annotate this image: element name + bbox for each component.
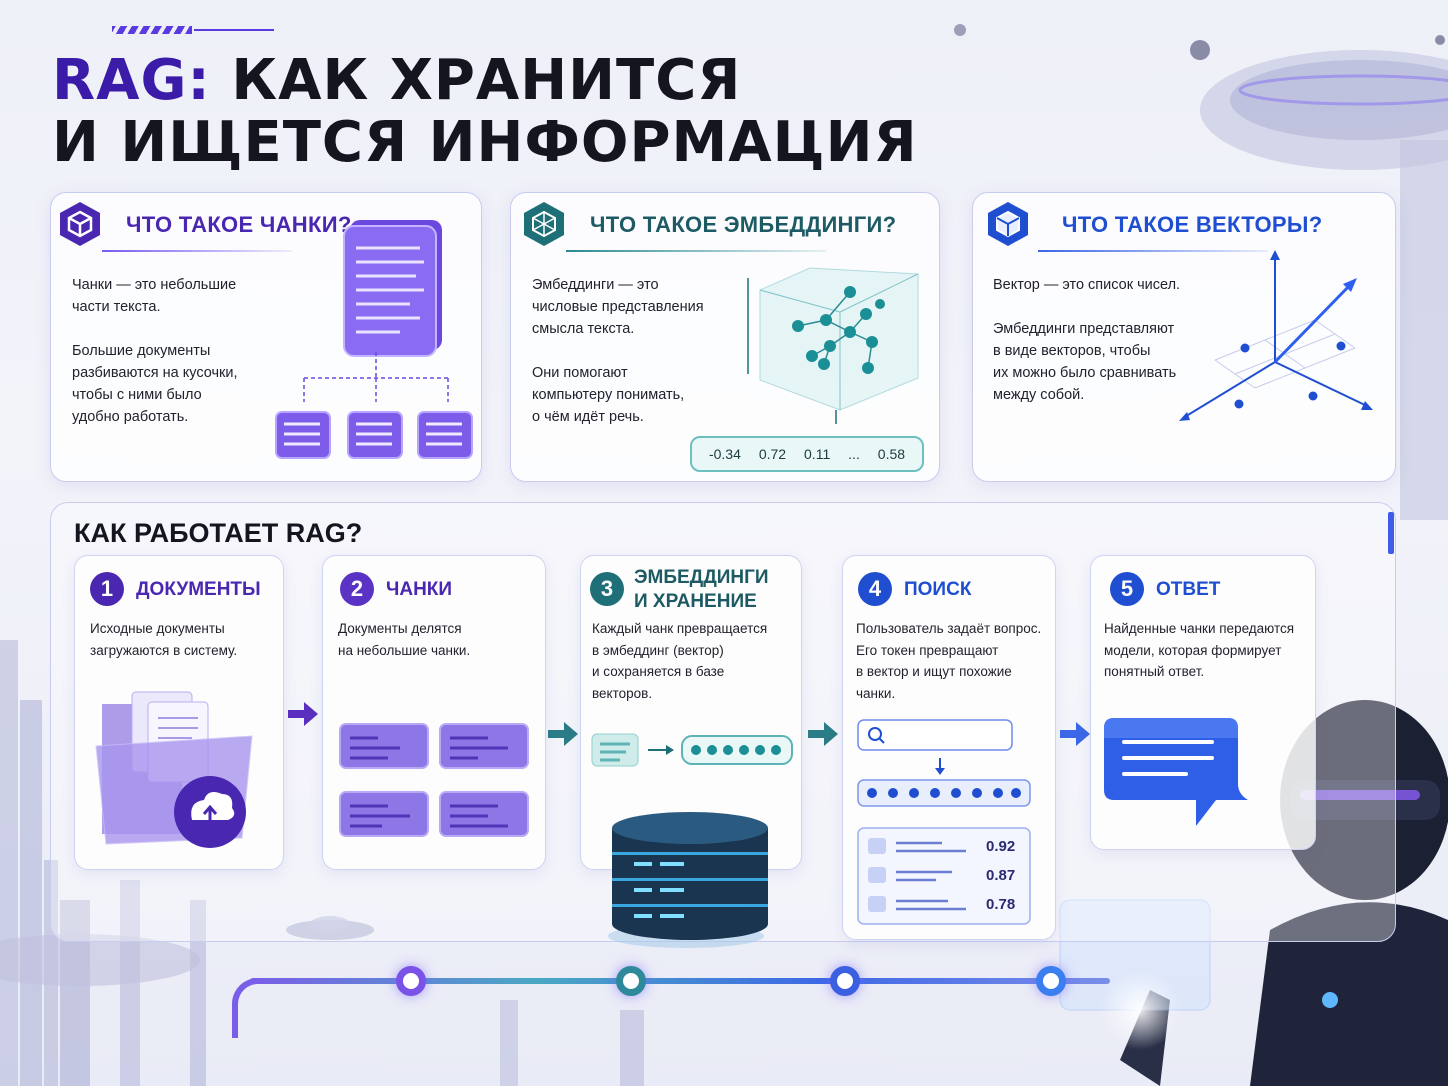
arrow-right-icon: [1060, 722, 1090, 746]
chunks-illustration: [275, 220, 473, 459]
arrow-right-icon: [548, 722, 578, 746]
step-text: Найденные чанки передаются модели, котор…: [1104, 621, 1295, 679]
card-vectors-text1: Вектор — это список чисел.: [993, 277, 1181, 293]
card-embeddings-text1: Эмбеддинги — это числовые представления …: [532, 277, 704, 337]
network-cube-icon: [524, 202, 564, 246]
timeline-curve: [232, 978, 262, 1038]
cube-icon: [60, 202, 100, 246]
embedding-storage-illustration: [591, 733, 793, 948]
arrow-right-icon: [288, 702, 318, 726]
vector-axes-illustration: [1179, 250, 1373, 421]
card-embeddings-title: ЧТО ТАКОЕ ЭМБЕДДИНГИ?: [590, 212, 897, 237]
title-stripes: [112, 26, 192, 34]
step-number: 3: [590, 572, 624, 606]
vector-value: 0.72: [758, 446, 787, 462]
step-text: Исходные документы загружаются в систему…: [90, 621, 238, 658]
card-chunks-title: ЧТО ТАКОЕ ЧАНКИ?: [126, 212, 352, 237]
step-text: Пользователь задаёт вопрос. Его токен пр…: [856, 621, 1042, 701]
timeline-node: [1036, 966, 1066, 996]
timeline-node: [396, 966, 426, 996]
step-title: ДОКУМЕНТЫ: [136, 579, 261, 600]
embedding-cube-illustration: [747, 267, 919, 424]
card-chunks-text2: Большие документы разбиваются на кусочки…: [72, 343, 238, 425]
step-number: 5: [1110, 572, 1144, 606]
panel-edge-accent: [1388, 512, 1394, 554]
similarity-score: 0.87: [986, 867, 1016, 884]
vector-value: 0.11: [804, 446, 831, 462]
similarity-score: 0.92: [986, 838, 1016, 855]
vector-ellipsis: ...: [848, 446, 860, 462]
folder-upload-illustration: [95, 691, 253, 848]
box-icon: [988, 202, 1028, 246]
card-vectors-text2: Эмбеддинги представляют в виде векторов,…: [993, 321, 1177, 403]
card-vectors-underline: [1038, 250, 1268, 252]
step-number: 2: [340, 572, 374, 606]
card-embeddings-text2: Они помогают компьютеру понимать, о чём …: [532, 365, 685, 425]
chat-bubble-icon: [1104, 718, 1248, 826]
chunk-blocks-illustration: [339, 723, 529, 837]
rag-title: КАК РАБОТАЕТ RAG?: [74, 518, 363, 548]
title-accent: RAG:: [52, 48, 211, 113]
arrow-right-icon: [808, 722, 838, 746]
step-text: Документы делятся на небольшие чанки.: [338, 621, 471, 658]
vector-value: 0.58: [877, 446, 906, 462]
timeline-track: [250, 978, 1110, 984]
step-number: 4: [858, 572, 892, 606]
card-embeddings-underline: [566, 250, 826, 252]
step-title: ЭМБЕДДИНГИ И ХРАНЕНИЕ: [634, 567, 769, 612]
step-text: Каждый чанк превращается в эмбеддинг (ве…: [592, 621, 768, 701]
title-line2: И ИЩЕТСЯ ИНФОРМАЦИЯ: [52, 110, 918, 175]
timeline-node: [616, 966, 646, 996]
step-title: ОТВЕТ: [1156, 579, 1221, 600]
step-title: ПОИСК: [904, 579, 972, 600]
card-chunks-text1: Чанки — это небольшие части текста.: [72, 277, 237, 315]
search-illustration: [857, 719, 1031, 925]
title-line1: КАК ХРАНИТСЯ: [210, 48, 742, 113]
step-title: ЧАНКИ: [386, 579, 453, 600]
card-vectors: [972, 192, 1396, 482]
embedding-vector-box: -0.34 0.72 0.11 ... 0.58: [690, 436, 924, 472]
page-title: RAG: КАК ХРАНИТСЯ И ИЩЕТСЯ ИНФОРМАЦИЯ: [52, 50, 918, 174]
title-stripe-line: [194, 29, 274, 31]
timeline-node: [830, 966, 860, 996]
vector-value: -0.34: [708, 446, 741, 462]
card-chunks-underline: [102, 250, 292, 252]
card-vectors-title: ЧТО ТАКОЕ ВЕКТОРЫ?: [1062, 212, 1323, 237]
step-number: 1: [90, 572, 124, 606]
similarity-score: 0.78: [986, 896, 1016, 913]
